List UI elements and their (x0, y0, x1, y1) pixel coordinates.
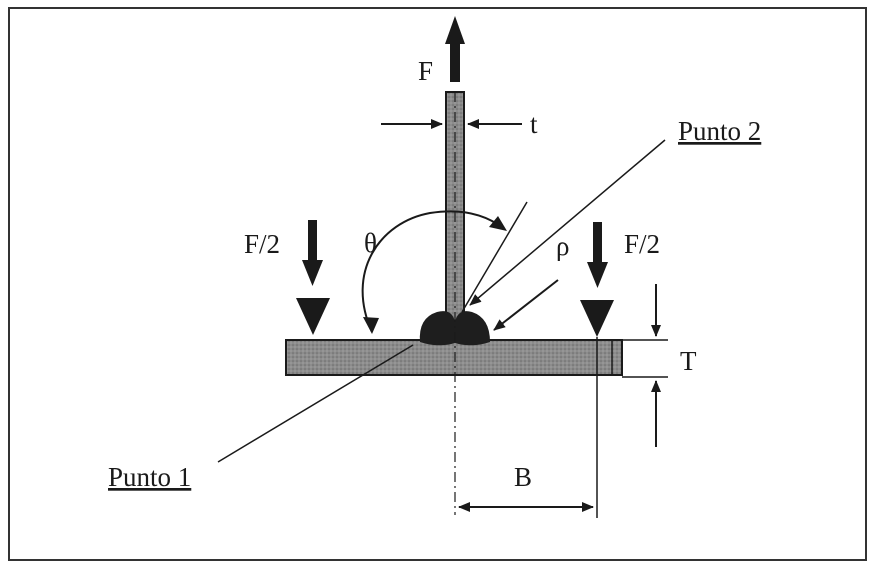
half-force-left-arrow-shaft (308, 220, 317, 262)
radius-label: ρ (556, 231, 569, 261)
angle-arc-end-arrow (489, 216, 507, 231)
half-force-right-arrow-head (587, 262, 608, 288)
radius-leader (493, 279, 559, 331)
force-arrow-head (445, 16, 465, 44)
plate-thickness-label: t (530, 109, 538, 139)
angle-reference-line (461, 201, 528, 313)
weld-bead-right (455, 311, 490, 346)
half-force-right-label: F/2 (624, 229, 660, 259)
base-thickness-label: T (680, 346, 697, 376)
support-right-triangle (580, 300, 614, 337)
half-force-left-label: F/2 (244, 229, 280, 259)
point-2-label: Punto 2 (678, 116, 761, 146)
base-plate (285, 339, 623, 376)
point-2-leader (469, 139, 666, 306)
figure-frame (8, 7, 867, 561)
half-force-right-arrow-shaft (593, 222, 602, 264)
point-1-leader (217, 344, 414, 463)
angle-arc-start-arrow (363, 317, 379, 334)
point-1-label: Punto 1 (108, 462, 191, 492)
half-force-left-arrow-head (302, 260, 323, 286)
force-arrow-shaft (450, 42, 460, 82)
angle-arc (361, 210, 504, 333)
weld-bead-left (419, 311, 455, 346)
force-label: F (418, 56, 433, 86)
support-left-triangle (296, 298, 330, 335)
angle-label: θ (364, 228, 377, 258)
distance-label: B (514, 462, 532, 492)
